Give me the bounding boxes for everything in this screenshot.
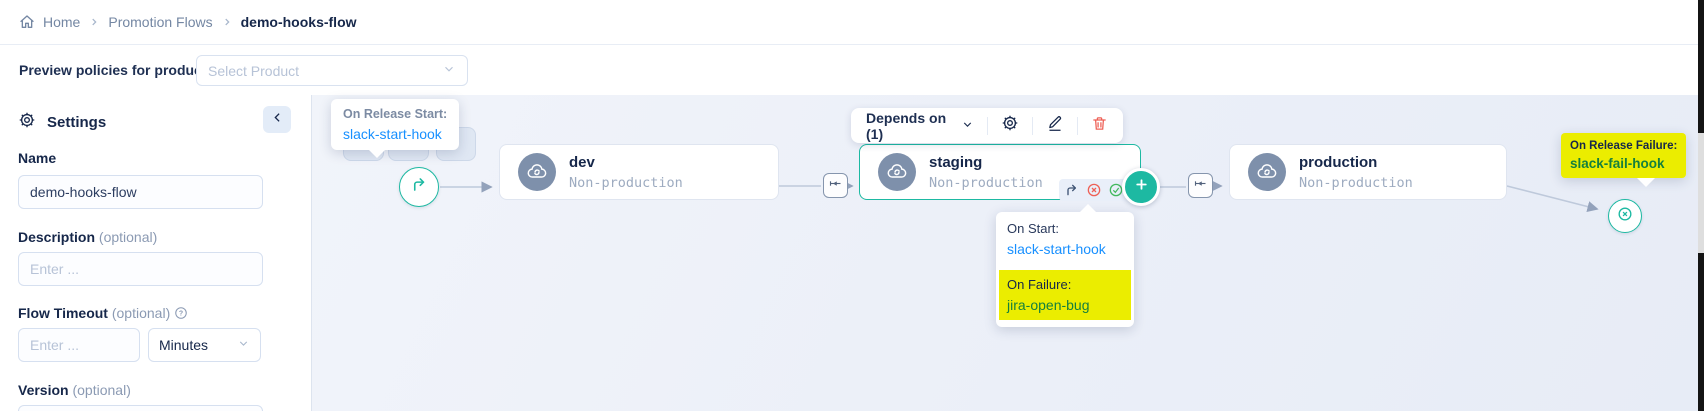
- cloud-sync-icon: [1248, 153, 1286, 191]
- breadcrumb-current: demo-hooks-flow: [240, 14, 357, 30]
- timeout-unit-value: Minutes: [159, 337, 209, 353]
- failure-hook-icon[interactable]: [1086, 182, 1102, 198]
- depends-on-dropdown[interactable]: Depends on (1): [866, 110, 974, 142]
- node-settings-button[interactable]: [1001, 114, 1019, 137]
- node-type: Non-production: [929, 174, 1043, 191]
- name-input[interactable]: [18, 175, 263, 209]
- select-product-placeholder: Select Product: [208, 62, 300, 79]
- flow-canvas: On Release Start: slack-start-hook dev N…: [312, 95, 1698, 411]
- description-input[interactable]: [18, 252, 263, 286]
- add-environment-button[interactable]: [1122, 168, 1160, 206]
- node-title: staging: [929, 153, 983, 171]
- on-start-hook-link[interactable]: slack-start-hook: [1007, 241, 1106, 257]
- svg-text:?: ?: [179, 310, 183, 317]
- trash-icon: [1091, 115, 1108, 137]
- breadcrumb-promotion-flows[interactable]: Promotion Flows: [108, 14, 213, 30]
- insert-environment-icon: [828, 176, 843, 196]
- flow-edges: [440, 180, 1599, 213]
- toolbar-divider: [987, 116, 989, 135]
- optional-hint: (optional): [111, 305, 171, 321]
- settings-header: Settings: [18, 111, 106, 133]
- insert-environment-button[interactable]: [823, 173, 848, 198]
- home-icon: [19, 14, 35, 30]
- success-hook-icon[interactable]: [1108, 182, 1124, 198]
- preview-policies-row: Preview policies for product: Select Pro…: [0, 46, 1704, 95]
- staging-hooks-tooltip: On Start: slack-start-hook On Failure: j…: [996, 204, 1134, 327]
- version-label: Version (optional): [18, 382, 131, 398]
- help-icon[interactable]: ?: [174, 306, 188, 323]
- release-failure-label: On Release Failure:: [1570, 140, 1678, 152]
- flow-end-failure-node[interactable]: [1608, 199, 1642, 233]
- highlighted-failure-hook: On Failure: jira-open-bug: [999, 270, 1131, 320]
- release-start-hook-link[interactable]: slack-start-hook: [343, 126, 442, 142]
- delete-node-button[interactable]: [1091, 115, 1108, 137]
- circle-x-icon: [1615, 204, 1635, 229]
- node-toolbar: Depends on (1): [851, 108, 1123, 143]
- node-type: Non-production: [1299, 174, 1413, 191]
- description-label: Description (optional): [18, 229, 158, 245]
- release-start-tooltip: On Release Start: slack-start-hook: [331, 99, 460, 158]
- toolbar-divider: [1077, 116, 1079, 135]
- timeout-unit-select[interactable]: Minutes: [148, 328, 261, 362]
- environment-node-dev[interactable]: dev Non-production: [499, 144, 779, 200]
- cloud-sync-icon: [518, 153, 556, 191]
- edit-icon: [1046, 114, 1064, 137]
- chevron-down-icon: [237, 337, 250, 353]
- start-hook-icon[interactable]: [1064, 182, 1080, 198]
- environment-node-production[interactable]: production Non-production: [1229, 144, 1507, 200]
- on-start-label: On Start:: [1007, 221, 1060, 236]
- toolbar-divider: [1032, 116, 1034, 135]
- preview-policies-label: Preview policies for product:: [19, 62, 212, 78]
- release-failure-tooltip: On Release Failure: slack-fail-hook: [1561, 133, 1687, 187]
- breadcrumb: Home Promotion Flows demo-hooks-flow: [0, 0, 1704, 45]
- node-type: Non-production: [569, 174, 683, 191]
- depends-on-label: Depends on (1): [866, 109, 947, 142]
- scrollbar-thumb[interactable]: [1698, 133, 1704, 253]
- on-failure-label: On Failure:: [1007, 277, 1072, 292]
- edit-node-button[interactable]: [1046, 114, 1064, 137]
- flow-start-node[interactable]: [399, 167, 439, 207]
- insert-environment-button[interactable]: [1188, 173, 1213, 198]
- name-label: Name: [18, 150, 57, 166]
- chevron-right-icon: [222, 17, 232, 27]
- settings-title: Settings: [47, 113, 107, 131]
- chevron-right-icon: [89, 17, 99, 27]
- gear-icon: [1001, 114, 1019, 137]
- version-input[interactable]: [18, 405, 263, 411]
- cloud-sync-icon: [878, 153, 916, 191]
- settings-panel: Settings Name Description (optional) Flo…: [0, 95, 311, 411]
- flow-timeout-input[interactable]: [18, 328, 140, 362]
- breadcrumb-home[interactable]: Home: [19, 14, 80, 30]
- collapse-panel-button[interactable]: [263, 106, 291, 133]
- breadcrumb-home-label: Home: [43, 14, 81, 30]
- release-start-arrow-icon: [410, 175, 429, 199]
- select-product-dropdown[interactable]: Select Product: [196, 55, 468, 86]
- release-start-label: On Release Start:: [343, 107, 448, 121]
- plus-icon: [1133, 176, 1150, 198]
- release-failure-hook-link[interactable]: slack-fail-hook: [1570, 156, 1665, 171]
- optional-hint: (optional): [72, 382, 131, 398]
- chevron-down-icon: [442, 62, 456, 79]
- panel-divider: [311, 95, 312, 411]
- insert-environment-icon: [1193, 176, 1208, 196]
- node-title: dev: [569, 153, 595, 171]
- chevron-down-icon: [961, 118, 974, 134]
- flow-timeout-label: Flow Timeout (optional) ?: [18, 305, 188, 323]
- node-title: production: [1299, 153, 1378, 171]
- chevron-left-icon: [271, 111, 284, 129]
- optional-hint: (optional): [98, 229, 158, 245]
- gear-icon: [18, 111, 36, 133]
- staging-hook-icons: [1059, 179, 1129, 201]
- vertical-scrollbar[interactable]: [1698, 0, 1704, 411]
- on-failure-hook-link[interactable]: jira-open-bug: [1007, 297, 1090, 313]
